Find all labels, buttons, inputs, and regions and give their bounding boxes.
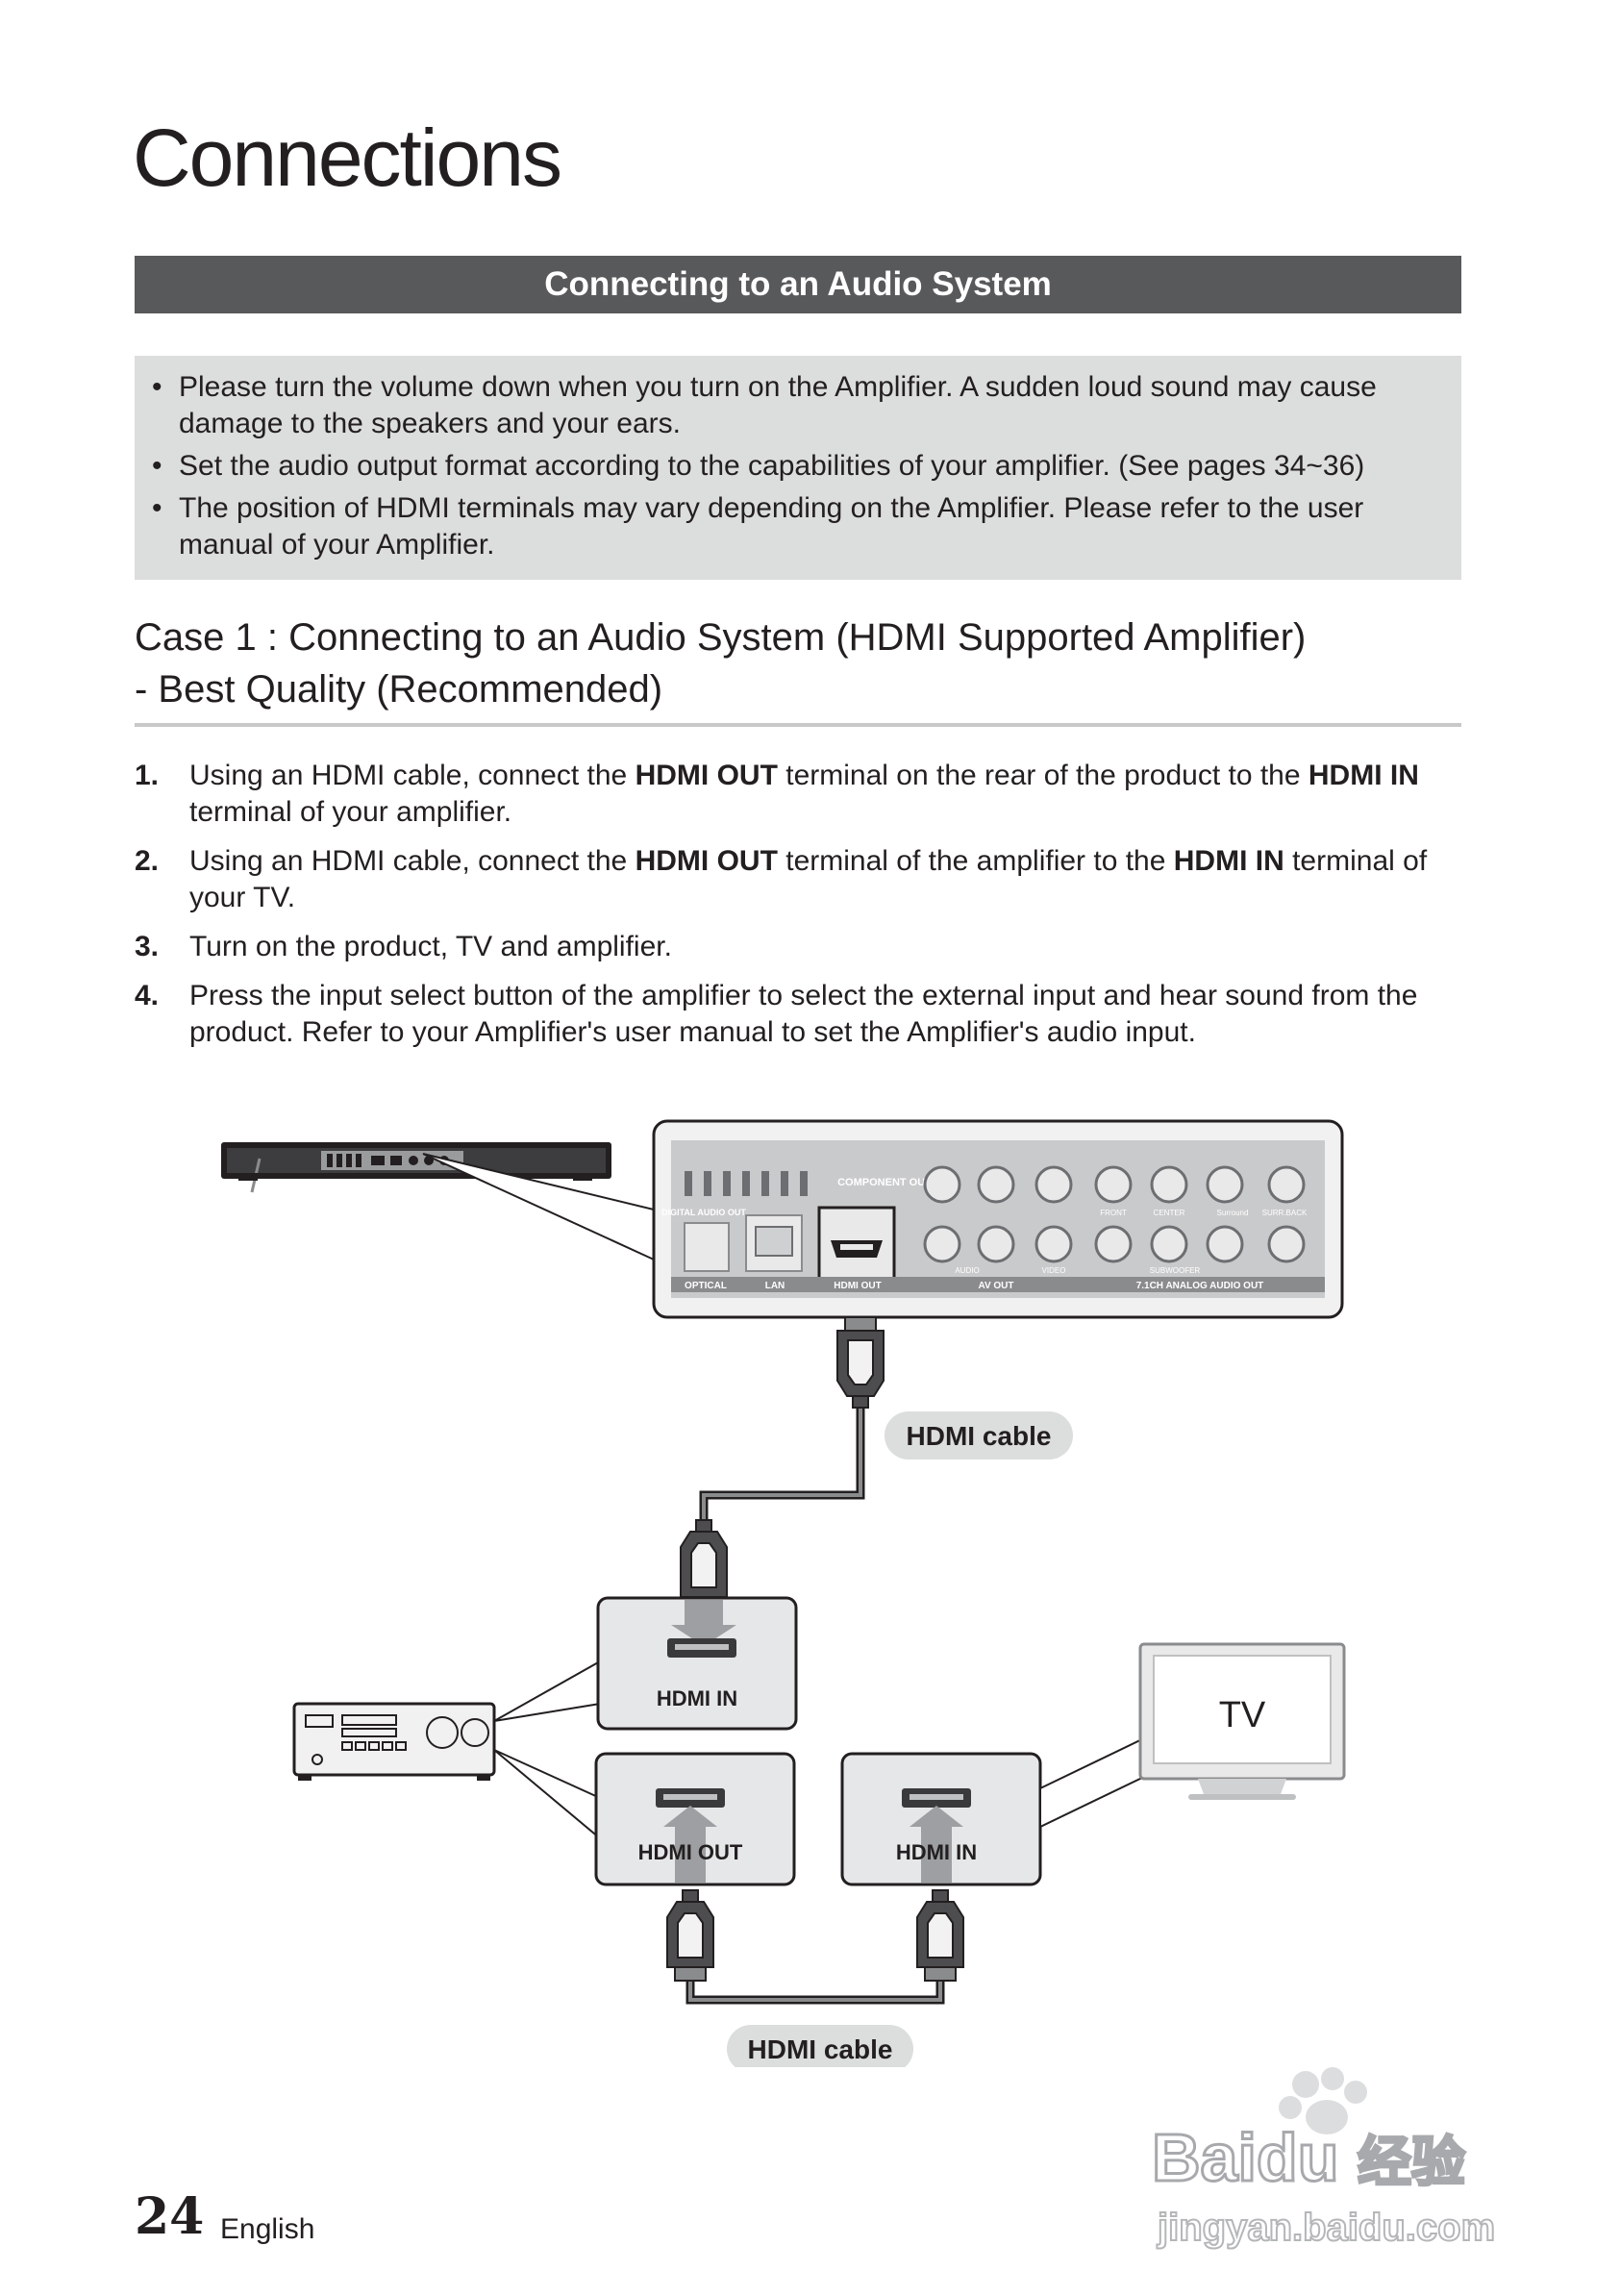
hdmi-plug [916,1889,964,1982]
step-text: terminal of the amplifier to the [777,845,1174,877]
step-bold: HDMI IN [1308,760,1419,791]
video-label: VIDEO [1042,1266,1066,1275]
lan-label: LAN [765,1281,785,1291]
baidu-watermark-logo: Baidu 经验 jingyan.baidu.com [1151,2067,1496,2250]
step-bold: HDMI IN [1173,845,1284,877]
step-bold: HDMI OUT [635,760,778,791]
case-heading-line1: Case 1 : Connecting to an Audio System (… [135,616,1307,659]
step-text: terminal on the rear of the product to t… [777,760,1308,791]
tv-hdmi-in-panel: HDMI IN [840,1752,1042,1886]
steps-list: 1. Using an HDMI cable, connect the HDMI … [135,758,1452,1063]
step-text: Using an HDMI cable, connect the [189,760,636,791]
digital-audio-out-label: DIGITAL AUDIO OUT [661,1208,746,1217]
amp-hdmi-out-label: HDMI OUT [638,1840,743,1864]
av-out-label: AV OUT [978,1281,1013,1291]
cable-label: HDMI cable [748,2034,893,2064]
amp-hdmi-out-panel: HDMI OUT [594,1752,796,1886]
hdmi-plug [836,1316,885,1409]
tv-label: TV [1219,1695,1266,1735]
step-number: 4. [135,980,160,1011]
hdmi-out-panel-label: HDMI OUT [834,1281,881,1291]
tv: TV [1138,1642,1346,1800]
analog-out-label: 7.1CH ANALOG AUDIO OUT [1136,1281,1264,1291]
amp-hdmi-in-panel: HDMI IN [596,1596,798,1731]
cable-label: HDMI cable [907,1421,1052,1451]
page-number: 24 [135,2187,205,2246]
page-title: Connections [133,112,562,203]
audio-label: AUDIO [955,1266,979,1275]
watermark-url: jingyan.baidu.com [1157,2207,1495,2249]
watermark-brand: Baidu [1152,2120,1338,2195]
hdmi-plug [666,1889,714,1982]
note-item: Set the audio output format according to… [135,448,1450,485]
surround-label: Surround [1217,1209,1249,1217]
step-text: Turn on the product, TV and amplifier. [189,931,672,962]
bluray-player [221,1142,611,1193]
step-item: 1. Using an HDMI cable, connect the HDMI … [135,758,1452,831]
step-number: 3. [135,931,160,962]
case-heading: Case 1 : Connecting to an Audio System (… [135,611,1481,715]
optical-label: OPTICAL [685,1281,727,1291]
step-item: 4. Press the input select button of the a… [135,978,1452,1051]
step-text: Press the input select button of the amp… [189,980,1418,1048]
cable-label-pill [885,1411,1073,1460]
note-item: The position of HDMI terminals may vary … [135,490,1450,563]
rear-panel: COMPONENT OUT DIGITAL AUDIO OUT AUDIO VI… [652,1119,1344,1319]
step-text: terminal of your amplifier. [189,796,512,828]
note-item: Please turn the volume down when you tur… [135,369,1450,442]
amplifier [292,1702,496,1781]
cable-label-pill [727,2025,913,2067]
amp-hdmi-in-label: HDMI IN [657,1686,737,1710]
step-number: 2. [135,845,160,877]
section-header: Connecting to an Audio System [135,256,1461,313]
page-language: English [220,2213,315,2245]
surr-back-label: SURR.BACK [1262,1209,1308,1217]
optical-port [684,1222,730,1272]
step-text: Using an HDMI cable, connect the [189,845,636,877]
subwoofer-label: SUBWOOFER [1150,1266,1201,1275]
step-item: 2. Using an HDMI cable, connect the HDMI … [135,843,1452,916]
step-number: 1. [135,760,160,791]
front-label: FRONT [1100,1209,1127,1217]
step-item: 3. Turn on the product, TV and amplifier. [135,929,1452,965]
watermark-cn: 经验 [1358,2132,1465,2192]
component-out-label: COMPONENT OUT [837,1177,932,1188]
center-label: CENTER [1154,1209,1185,1217]
case-heading-line2: - Best Quality (Recommended) [135,668,663,711]
step-bold: HDMI OUT [635,845,778,877]
tv-hdmi-in-label: HDMI IN [896,1840,977,1864]
heading-rule [135,723,1461,727]
connection-diagram: COMPONENT OUT DIGITAL AUDIO OUT AUDIO VI… [221,1119,1346,2067]
step-text: terminal of your TV. [189,845,1428,913]
notes-box: Please turn the volume down when you tur… [135,356,1461,580]
